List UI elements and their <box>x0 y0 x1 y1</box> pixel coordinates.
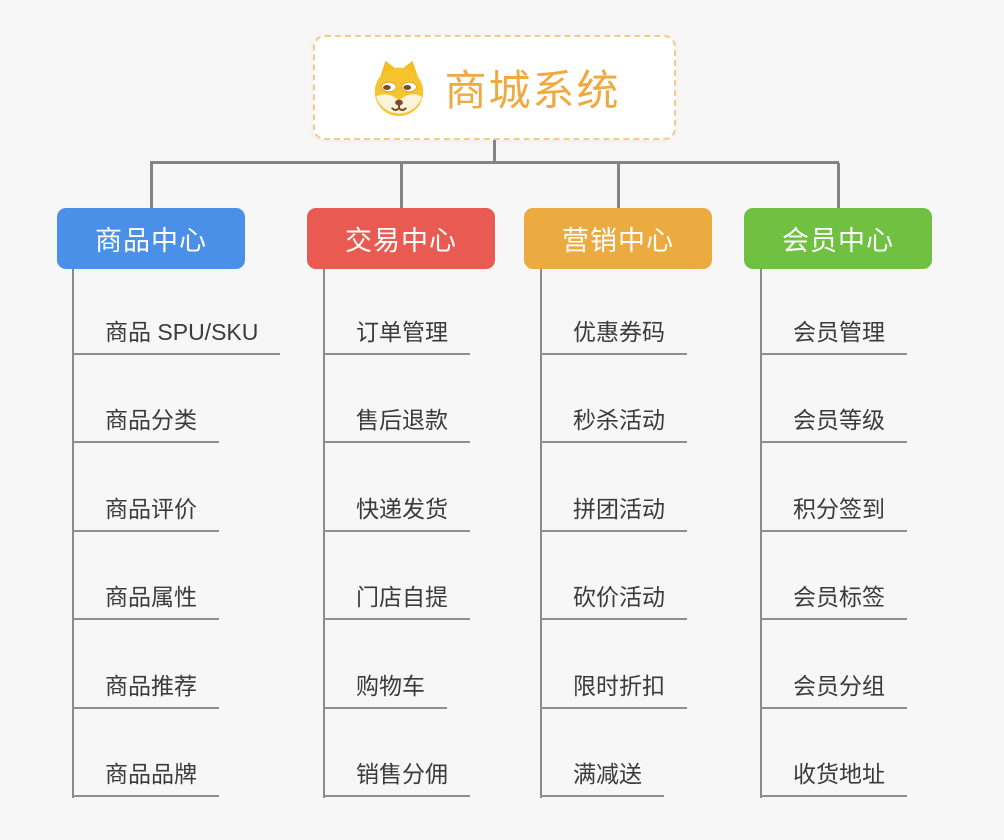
leaf-topic[interactable]: 拼团活动 <box>540 490 687 532</box>
connector-drop-product <box>150 163 153 209</box>
leaf-topic[interactable]: 砍价活动 <box>540 578 687 621</box>
branch-node-trade-center[interactable]: 交易中心 <box>307 208 495 269</box>
column-marketing-center: 优惠券码 秒杀活动 拼团活动 砍价活动 限时折扣 满减送 <box>540 269 687 798</box>
connector-drop-marketing <box>617 163 620 209</box>
connector-root-trunk <box>493 140 496 163</box>
leaf-topic[interactable]: 优惠券码 <box>540 313 687 355</box>
leaf-topic[interactable]: 满减送 <box>540 755 664 797</box>
root-node[interactable]: 商城系统 <box>313 35 676 140</box>
leaf-topic[interactable]: 会员标签 <box>760 578 907 621</box>
branch-node-product-center[interactable]: 商品中心 <box>57 208 245 269</box>
leaf-topic[interactable]: 收货地址 <box>760 755 907 797</box>
branch-node-member-center[interactable]: 会员中心 <box>744 208 932 269</box>
leaf-topic[interactable]: 商品分类 <box>72 401 219 444</box>
leaf-topic[interactable]: 秒杀活动 <box>540 401 687 444</box>
column-member-center: 会员管理 会员等级 积分签到 会员标签 会员分组 收货地址 <box>760 269 907 798</box>
connector-drop-trade <box>400 163 403 209</box>
leaf-topic[interactable]: 限时折扣 <box>540 667 687 709</box>
leaf-topic[interactable]: 售后退款 <box>323 401 470 444</box>
leaf-topic[interactable]: 订单管理 <box>323 313 470 355</box>
leaf-topic[interactable]: 销售分佣 <box>323 755 470 797</box>
column-product-center: 商品 SPU/SKU 商品分类 商品评价 商品属性 商品推荐 商品品牌 <box>72 269 281 798</box>
leaf-topic[interactable]: 会员分组 <box>760 667 907 709</box>
leaf-topic[interactable]: 快递发货 <box>323 490 470 532</box>
connector-drop-member <box>837 163 840 209</box>
root-label: 商城系统 <box>444 67 621 114</box>
leaf-topic[interactable]: 门店自提 <box>323 578 470 621</box>
column-trade-center: 订单管理 售后退款 快递发货 门店自提 购物车 销售分佣 <box>323 269 470 798</box>
leaf-topic[interactable]: 商品推荐 <box>72 667 219 709</box>
leaf-topic[interactable]: 商品评价 <box>72 490 219 532</box>
leaf-topic[interactable]: 会员等级 <box>760 401 907 444</box>
leaf-topic[interactable]: 商品品牌 <box>72 755 219 797</box>
connector-bus <box>150 161 839 164</box>
leaf-topic[interactable]: 会员管理 <box>760 313 907 355</box>
leaf-topic[interactable]: 购物车 <box>323 667 447 709</box>
branch-node-marketing-center[interactable]: 营销中心 <box>524 208 712 269</box>
leaf-topic[interactable]: 积分签到 <box>760 490 907 532</box>
dog-face-icon <box>375 60 424 116</box>
leaf-topic[interactable]: 商品属性 <box>72 578 219 621</box>
leaf-topic[interactable]: 商品 SPU/SKU <box>72 313 281 355</box>
